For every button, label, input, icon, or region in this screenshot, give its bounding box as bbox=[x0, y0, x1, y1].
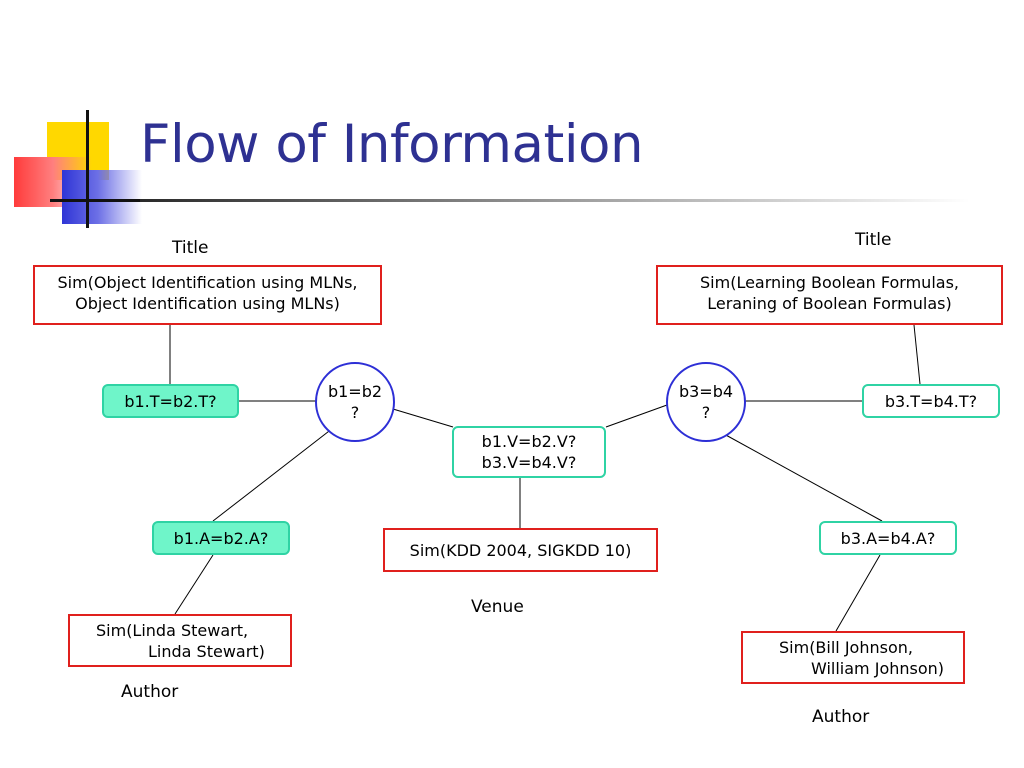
b3t-b4t-box: b3.T=b4.T? bbox=[862, 384, 1000, 418]
label-author-left: Author bbox=[121, 682, 179, 702]
label-title-left: Title bbox=[172, 238, 209, 258]
label-title-right: Title bbox=[855, 230, 892, 250]
sim-author-right-line-2: William Johnson) bbox=[811, 659, 945, 678]
b3-b4-line-2: ? bbox=[701, 403, 711, 422]
b1-b2-circle: b1=b2 ? bbox=[315, 362, 395, 442]
b1-b2-line-2: ? bbox=[350, 403, 360, 422]
edge-b1b2-to-b1a bbox=[212, 427, 334, 522]
edge-title-right-to-b3t bbox=[913, 324, 921, 385]
sim-title-right-box: Sim(Learning Boolean Formulas, Leraning … bbox=[656, 265, 1003, 325]
sim-author-left-box: Sim(Linda Stewart, Linda Stewart) bbox=[68, 614, 292, 667]
sim-title-left-line-2: Object Identification using MLNs) bbox=[75, 294, 340, 313]
sim-author-left-line-1: Sim(Linda Stewart, bbox=[96, 621, 249, 640]
b3t-b4t-text: b3.T=b4.T? bbox=[884, 392, 978, 411]
b3a-b4a-box: b3.A=b4.A? bbox=[819, 521, 957, 555]
sim-title-right-line-2: Leraning of Boolean Formulas) bbox=[707, 294, 952, 313]
b1t-b2t-box: b1.T=b2.T? bbox=[102, 384, 239, 418]
b1a-b2a-box: b1.A=b2.A? bbox=[152, 521, 290, 555]
label-author-right: Author bbox=[812, 707, 870, 727]
venue-query-line-2: b3.V=b4.V? bbox=[481, 453, 577, 472]
edge-b1b2-to-venue bbox=[392, 408, 454, 428]
sim-title-left-box: Sim(Object Identification using MLNs, Ob… bbox=[33, 265, 382, 325]
sim-author-right-line-1: Sim(Bill Johnson, bbox=[779, 638, 913, 657]
slide-title: Flow of Information bbox=[140, 114, 644, 175]
venue-query-line-1: b1.V=b2.V? bbox=[481, 432, 577, 451]
edge-b3a-to-author-right bbox=[835, 554, 881, 632]
logo-vertical-line bbox=[86, 110, 89, 228]
logo-blue-square bbox=[62, 170, 142, 224]
sim-author-left-line-2: Linda Stewart) bbox=[148, 642, 265, 661]
b3-b4-line-1: b3=b4 bbox=[678, 382, 734, 401]
b1t-b2t-text: b1.T=b2.T? bbox=[124, 392, 217, 411]
sim-title-right-line-1: Sim(Learning Boolean Formulas, bbox=[700, 273, 959, 292]
sim-venue-box: Sim(KDD 2004, SIGKDD 10) bbox=[383, 528, 658, 572]
venue-query-box: b1.V=b2.V? b3.V=b4.V? bbox=[452, 426, 606, 478]
title-underline bbox=[140, 199, 970, 202]
label-venue: Venue bbox=[471, 597, 524, 617]
edge-venue-to-b3b4 bbox=[605, 404, 668, 428]
sim-author-right-box: Sim(Bill Johnson, William Johnson) bbox=[741, 631, 965, 684]
b1-b2-line-1: b1=b2 bbox=[327, 382, 383, 401]
edge-b1a-to-author-left bbox=[174, 554, 214, 615]
edge-b3b4-to-b3a bbox=[723, 433, 883, 522]
b1a-b2a-text: b1.A=b2.A? bbox=[173, 529, 269, 548]
logo-horizontal-line bbox=[50, 199, 146, 202]
b3-b4-circle: b3=b4 ? bbox=[666, 362, 746, 442]
b3a-b4a-text: b3.A=b4.A? bbox=[840, 529, 936, 548]
sim-title-left-line-1: Sim(Object Identification using MLNs, bbox=[57, 273, 358, 292]
sim-venue-text: Sim(KDD 2004, SIGKDD 10) bbox=[409, 541, 632, 560]
